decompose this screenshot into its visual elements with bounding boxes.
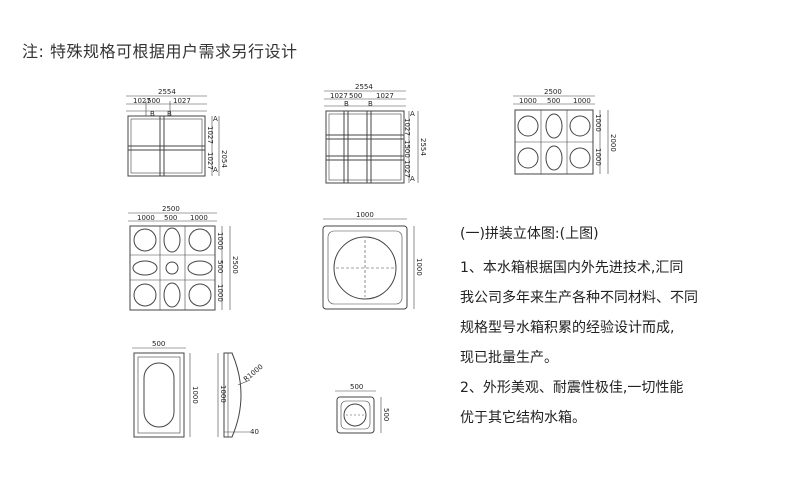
dim-2500: 2500 bbox=[544, 88, 562, 96]
dim-B: B bbox=[368, 100, 373, 108]
dim-2500: 2500 bbox=[162, 205, 180, 213]
dim-2554: 2554 bbox=[355, 83, 373, 91]
dim-500: 500 bbox=[350, 383, 363, 391]
dim-1000: 1000 bbox=[519, 97, 537, 105]
dim-1000: 1000 bbox=[594, 114, 602, 132]
dim-2554: 2554 bbox=[419, 138, 427, 156]
dim-2000: 2000 bbox=[609, 134, 617, 152]
panel-single-1000 bbox=[322, 218, 415, 310]
dim-500: 500 bbox=[216, 260, 224, 273]
panel-half-500x1000 bbox=[132, 347, 191, 438]
dim-500: 500 bbox=[382, 408, 390, 421]
dim-1027: 1027 bbox=[376, 92, 394, 100]
dim-1000: 1000 bbox=[190, 214, 208, 222]
dim-1027: 1027 bbox=[403, 118, 411, 136]
dim-1027: 1027 bbox=[173, 97, 191, 105]
dim-1000: 1000 bbox=[191, 386, 199, 404]
dim-2054: 2054 bbox=[220, 150, 228, 168]
spec-note: 注: 特殊规格可根据用户需求另行设计 bbox=[22, 42, 298, 61]
dim-A: A bbox=[213, 115, 218, 123]
dim-1000: 1000 bbox=[415, 258, 423, 276]
dim-500: 500 bbox=[164, 214, 177, 222]
panel-grid-2554-b bbox=[324, 90, 419, 184]
description-p1-line3: 规格型号水箱积累的经验设计而成, bbox=[460, 320, 675, 336]
dim-1000: 1000 bbox=[216, 232, 224, 250]
panel-grid-2554-a bbox=[126, 95, 220, 177]
dim-1000: 1000 bbox=[573, 97, 591, 105]
dim-1000: 1000 bbox=[594, 148, 602, 166]
description-p1-line4: 现已批量生产。 bbox=[460, 350, 558, 366]
dim-1027: 1027 bbox=[133, 97, 151, 105]
panel-small-500 bbox=[335, 390, 382, 434]
dim-1000: 1000 bbox=[216, 284, 224, 302]
panel-circles-2500x2500 bbox=[128, 212, 231, 311]
panel-circles-2500x2000 bbox=[513, 95, 609, 175]
dim-1000: 1000 bbox=[137, 214, 155, 222]
dim-1027: 1027 bbox=[206, 152, 214, 170]
dim-2500: 2500 bbox=[231, 256, 239, 274]
dim-1000: 1000 bbox=[356, 211, 374, 219]
dim-1000: 1000 bbox=[219, 385, 227, 403]
dim-500: 500 bbox=[152, 340, 165, 348]
dim-40: 40 bbox=[250, 428, 259, 436]
dim-A: A bbox=[213, 166, 218, 174]
dim-1500: 1500 bbox=[403, 140, 411, 158]
description-p1-line2: 我公司多年来生产各种不同材料、不同 bbox=[460, 290, 698, 306]
dim-A: A bbox=[410, 175, 415, 183]
dim-1027: 1027 bbox=[206, 126, 214, 144]
description-p1-line1: 1、本水箱根据国内外先进技术,汇同 bbox=[460, 260, 684, 276]
dim-2554: 2554 bbox=[158, 88, 176, 96]
panel-section-R1000 bbox=[217, 352, 251, 438]
dim-1027: 1027 bbox=[330, 92, 348, 100]
description-p2-line1: 2、外形美观、耐震性极佳,一切性能 bbox=[460, 380, 684, 396]
dim-A: A bbox=[410, 110, 415, 118]
dim-R1000: R1000 bbox=[242, 363, 265, 384]
dim-B: B bbox=[344, 100, 349, 108]
dim-500: 500 bbox=[547, 97, 560, 105]
dim-500: 500 bbox=[349, 92, 362, 100]
dim-500: 500 bbox=[147, 97, 160, 105]
dim-1027: 1027 bbox=[403, 160, 411, 178]
description-p2-line2: 优于其它结构水箱。 bbox=[460, 410, 586, 426]
description-heading: (一)拼装立体图:(上图) bbox=[460, 226, 599, 242]
dim-B: B bbox=[150, 110, 155, 118]
dim-B: B bbox=[167, 110, 172, 118]
